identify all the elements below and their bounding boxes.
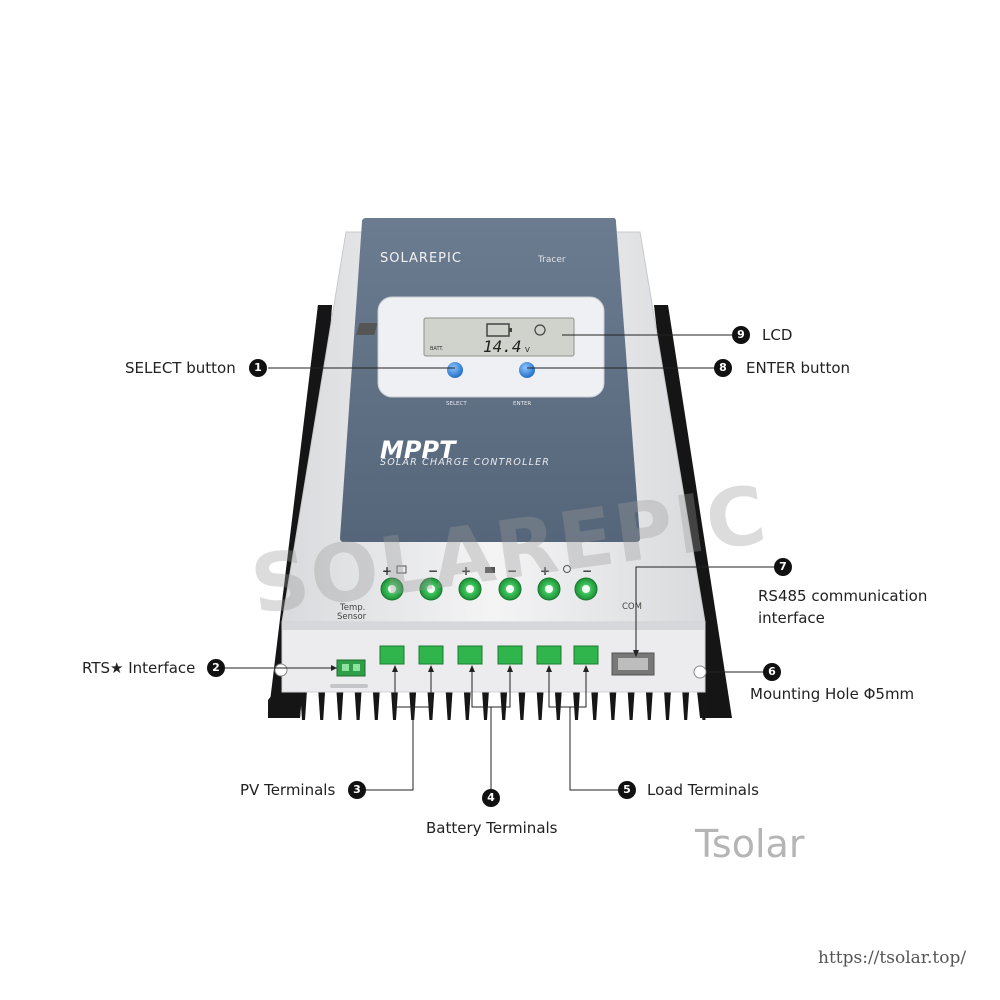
temp-label-1: Temp.: [339, 603, 365, 613]
battery-icon: [485, 567, 495, 573]
rts-connector: [330, 659, 368, 688]
callout-badge-8: 8: [714, 359, 732, 377]
lcd-value-text: 14.4: [483, 337, 522, 356]
enter-caption: ENTER: [513, 401, 531, 407]
heat-sink-fin: [591, 690, 599, 720]
heat-sink-fin: [336, 690, 344, 720]
plus-sign: +: [540, 564, 550, 578]
model-text: Tracer: [537, 255, 566, 265]
heat-sink-fin: [554, 690, 562, 720]
terminal-clamp: [536, 645, 562, 665]
screw-terminal-center: [427, 585, 435, 593]
heat-sink-fin: [463, 690, 471, 720]
lcd-unit-text: V: [525, 346, 530, 354]
heat-sink-fin: [700, 690, 708, 720]
callout-label-load: Load Terminals: [647, 781, 759, 799]
minus-sign: −: [582, 564, 592, 578]
heat-sink-fin: [372, 690, 380, 720]
heat-sink-fin: [627, 690, 635, 720]
subtitle-text: SOLAR CHARGE CONTROLLER: [380, 457, 550, 468]
select-button-shape: [447, 362, 463, 378]
callout-label-rs485: RS485 communication: [758, 587, 928, 605]
temp-label-2: Sensor: [337, 612, 367, 622]
screw-terminal-center: [582, 585, 590, 593]
com-label: COM: [622, 602, 642, 612]
callout-badge-6: 6: [763, 663, 781, 681]
com-port: [611, 652, 655, 676]
callout-badge-5: 5: [618, 781, 636, 799]
callout-badge-1: 1: [249, 359, 267, 377]
callout-label-rts: RTS★ Interface: [82, 659, 196, 677]
heat-sink-fin: [518, 690, 526, 720]
callout-badge-2: 2: [207, 659, 225, 677]
heat-sink-fin: [300, 690, 307, 720]
mounting-hole-right: [693, 665, 707, 679]
heat-sink-fin: [482, 690, 489, 720]
plus-sign: +: [382, 564, 392, 578]
screw-terminal-center: [388, 585, 396, 593]
brand-text: SOLAREPIC: [380, 251, 462, 266]
plus-sign: +: [461, 564, 471, 578]
screw-terminals: [380, 577, 598, 601]
heat-sink-fin: [318, 690, 326, 720]
screw-terminal-center: [545, 585, 553, 593]
terminal-clamp: [573, 645, 599, 665]
callout-label-battery: Battery Terminals: [426, 819, 558, 837]
callout-badge-3: 3: [348, 781, 366, 799]
terminal-clamp: [418, 645, 444, 665]
callout-label-enter: ENTER button: [746, 359, 851, 377]
minus-sign: −: [428, 564, 438, 578]
terminal-clamp: [379, 645, 405, 665]
heat-sink-fin: [536, 690, 544, 720]
callout-label-mounting: Mounting Hole Φ5mm: [750, 685, 915, 703]
heat-sink-fin: [573, 690, 580, 720]
lcd-screen: [356, 317, 575, 357]
heat-sink-fin: [664, 690, 671, 720]
screw-terminal-center: [466, 585, 474, 593]
lcd-batt-text: BATT.: [430, 346, 444, 352]
callout-label-lcd: LCD: [762, 326, 793, 344]
callout-label-select: SELECT button: [125, 359, 236, 377]
heat-sink-fin: [409, 690, 417, 720]
mounting-hole-left: [274, 663, 288, 677]
callout-badge-4: 4: [482, 789, 500, 807]
terminal-clamp: [457, 645, 483, 665]
screw-terminal-center: [506, 585, 514, 593]
heat-sink-fin: [609, 690, 617, 720]
callout-badge-7: 7: [774, 558, 792, 576]
bulb-icon: [563, 565, 571, 573]
heat-sink-fin: [682, 690, 690, 720]
minus-sign: −: [507, 564, 517, 578]
heat-sink-fin: [645, 690, 653, 720]
source-url: https://tsolar.top/: [818, 948, 967, 968]
right-bracket: [654, 305, 732, 718]
mppt-text: MPPT: [380, 436, 457, 464]
polarity-labels: + − + − + −: [382, 564, 592, 578]
terminal-clamps: [379, 645, 599, 665]
heat-sink-fin: [500, 690, 508, 720]
callout-label-pv: PV Terminals: [240, 781, 336, 799]
leader-arrows: [331, 650, 639, 672]
heat-sink-fins: [300, 690, 708, 720]
heat-sink-fin: [445, 690, 453, 720]
tsolar-logo: Tsolar: [695, 822, 805, 866]
select-caption: SELECT: [446, 401, 467, 407]
callout-badge-9: 9: [732, 326, 750, 344]
leader-lines: [225, 334, 784, 791]
enter-button-shape: [519, 362, 535, 378]
heat-sink-fin: [354, 690, 362, 720]
terminal-clamp: [497, 645, 523, 665]
solar-panel-icon: [396, 565, 407, 574]
callout-label-rs485-line2: interface: [758, 609, 825, 627]
